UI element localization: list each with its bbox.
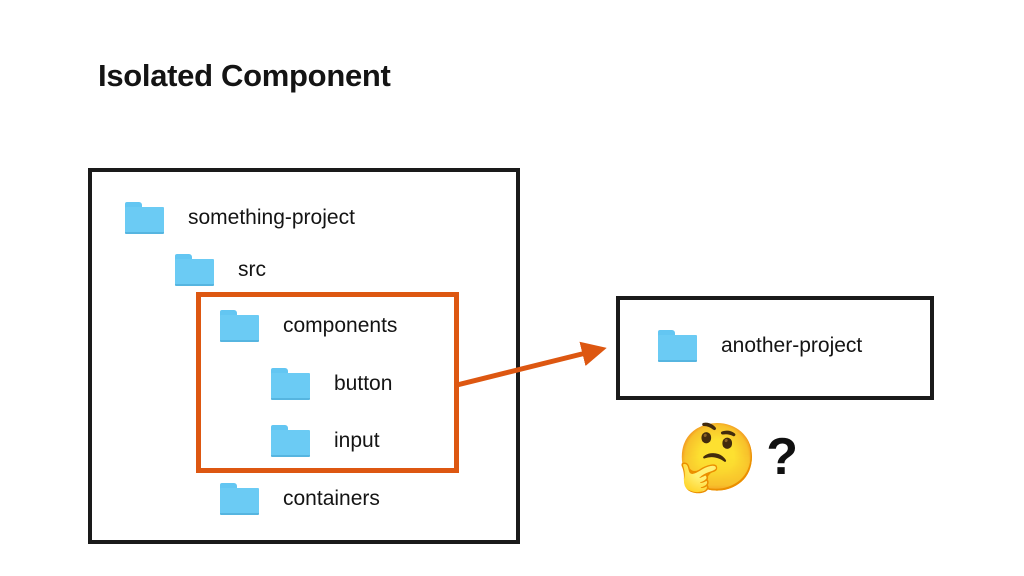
tree-row-label: button — [334, 371, 393, 395]
folder-icon — [220, 483, 259, 515]
thinking-face-emoji: 🤔 — [676, 420, 759, 494]
page-title: Isolated Component — [98, 58, 391, 93]
tree-row-components[interactable]: components — [220, 310, 398, 342]
tree-row-another-project[interactable]: another-project — [658, 330, 863, 362]
reuse-arrow — [456, 341, 607, 388]
folder-icon — [658, 330, 697, 362]
folder-icon — [271, 368, 310, 400]
tree-row-src[interactable]: src — [175, 254, 266, 286]
tree-row-label: something-project — [188, 205, 355, 229]
folder-icon — [125, 202, 164, 234]
tree-row-input[interactable]: input — [271, 425, 380, 457]
tree-row-label: containers — [283, 486, 380, 510]
tree-row-something-project[interactable]: something-project — [125, 202, 355, 234]
tree-row-button[interactable]: button — [271, 368, 393, 400]
question-mark: ? — [766, 428, 798, 486]
tree-row-label: another-project — [721, 333, 863, 357]
folder-icon — [175, 254, 214, 286]
tree-row-label: components — [283, 313, 398, 337]
tree-row-containers[interactable]: containers — [220, 483, 380, 515]
folder-icon — [271, 425, 310, 457]
folder-icon — [220, 310, 259, 342]
tree-row-label: input — [334, 428, 380, 452]
tree-row-label: src — [238, 257, 266, 281]
thinking-group: 🤔 ? — [676, 424, 798, 490]
